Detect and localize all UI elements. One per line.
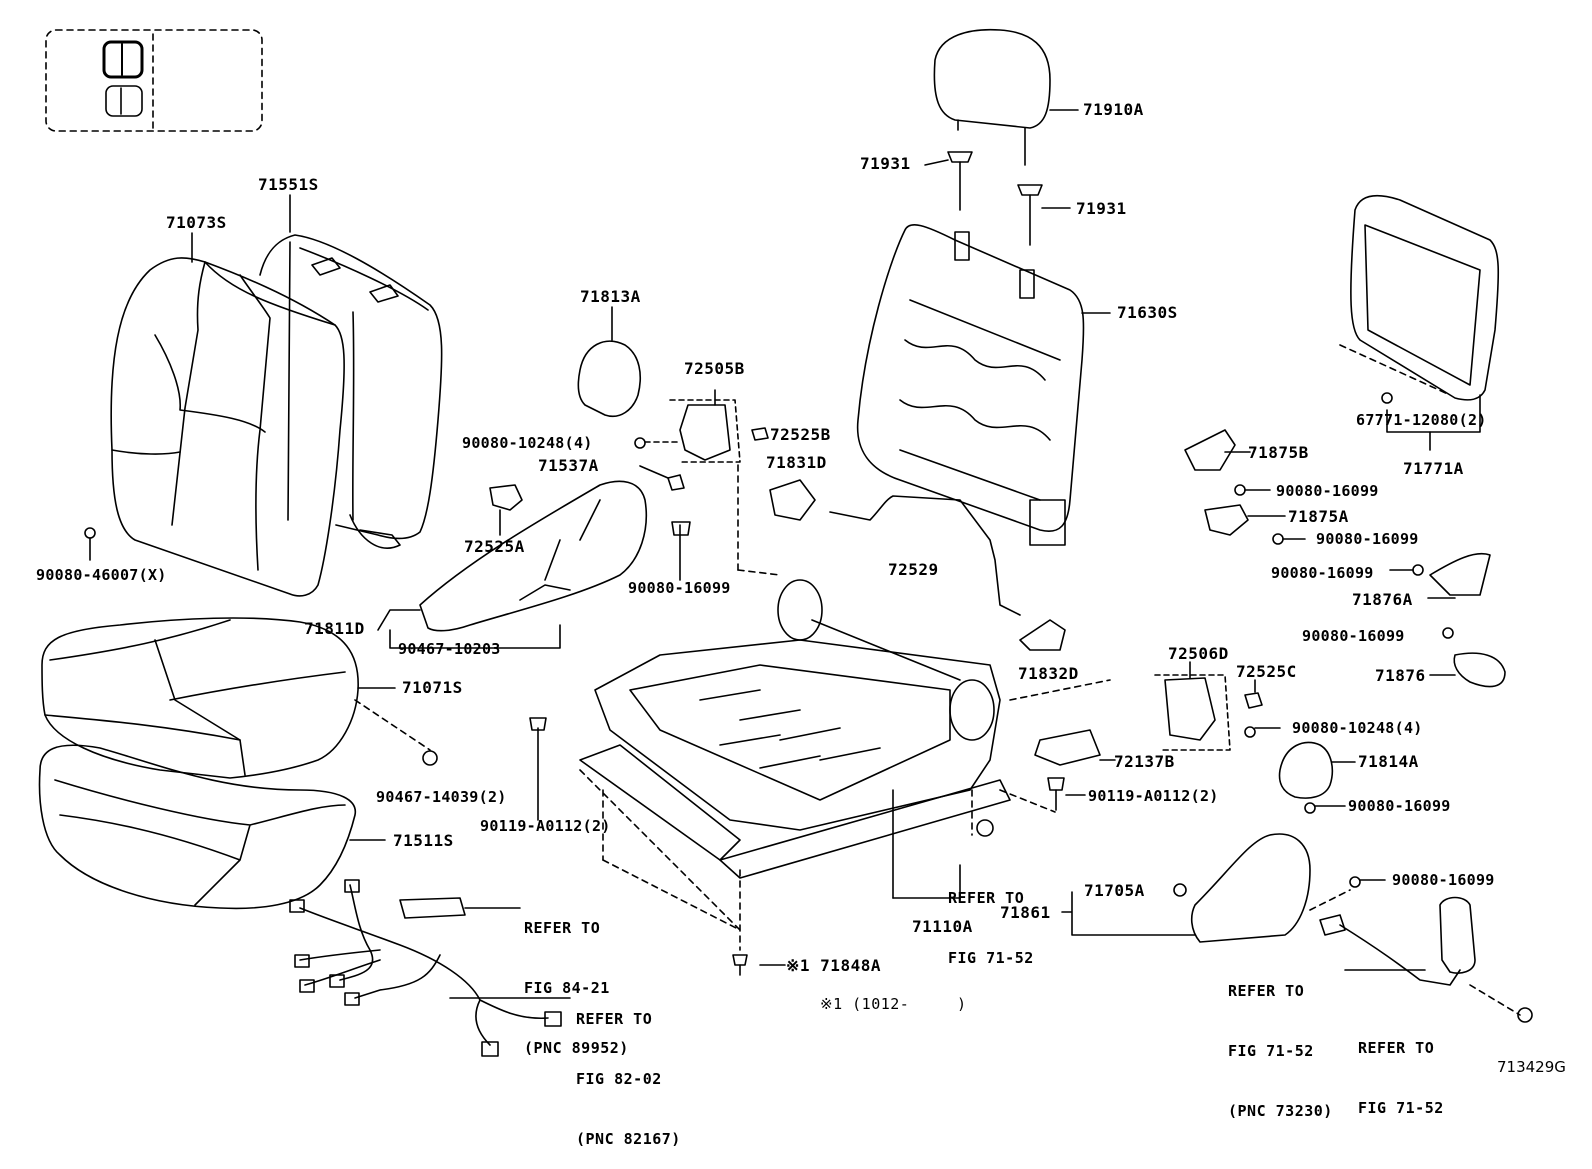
recliner-cover-shape (577, 340, 641, 417)
clip-icon (1173, 883, 1187, 897)
refer-fig-71-52-center: REFER TO FIG 71-52 (948, 889, 1034, 967)
label-72506D: 72506D (1168, 644, 1229, 663)
label-71811D: 71811D (304, 619, 365, 638)
seatback-rear-shape (259, 234, 443, 549)
label-72137B: 72137B (1114, 752, 1175, 771)
label-71875A: 71875A (1288, 507, 1349, 526)
label-90119-A0112-right: 90119-A0112(2) (1088, 787, 1219, 805)
label-67771-12080: 67771-12080(2) (1356, 411, 1487, 429)
clip-icon (489, 484, 523, 511)
label-71931-a: 71931 (860, 154, 911, 173)
label-72525A: 72525A (464, 537, 525, 556)
cushion-pad-shape (38, 744, 357, 910)
label-71875B: 71875B (1248, 443, 1309, 462)
bracket-shape (1034, 729, 1101, 766)
diagram-id: 713429G (1497, 1058, 1566, 1076)
seat-shield-shape (1190, 833, 1311, 943)
label-90080-16099-left: 90080-16099 (628, 579, 731, 597)
label-71931-b: 71931 (1076, 199, 1127, 218)
refer-fig-82-02: REFER TO FIG 82-02 (PNC 82167) (576, 1010, 681, 1148)
torsion-rod-shape (829, 495, 1021, 616)
recliner-shape (679, 404, 731, 461)
label-72525B: 72525B (770, 425, 831, 444)
label-90119-A0112-left: 90119-A0112(2) (480, 817, 611, 835)
bolt-icon (634, 437, 646, 449)
seat-position-icon (45, 29, 263, 132)
label-71832D: 71832D (1018, 664, 1079, 683)
label-90080-16099-f: 90080-16099 (1348, 797, 1451, 815)
footnote: ※1 (1012- ) (820, 995, 967, 1013)
seatback-cover-shape (110, 257, 345, 597)
label-90080-16099-c: 90080-16099 (1316, 530, 1419, 548)
recliner-shape (1164, 677, 1216, 741)
clip-icon (976, 819, 994, 837)
label-71551S: 71551S (258, 175, 319, 194)
bracket-shape (769, 479, 816, 521)
hinge-cover-shape (1204, 504, 1249, 536)
bracket-shape (1019, 619, 1066, 651)
refer-fig-71-52-belt: REFER TO FIG 71-52 (PNC 73230) (1228, 982, 1333, 1120)
label-71705A: 71705A (1084, 881, 1145, 900)
refer-fig-84-21: REFER TO FIG 84-21 (PNC 89952) (524, 919, 629, 1057)
side-cover-shape (1278, 741, 1334, 799)
wire-harness-shape (289, 879, 562, 1057)
label-71537A: 71537A (538, 456, 599, 475)
bolt-icon (1517, 1007, 1533, 1023)
label-90080-16099-b: 90080-16099 (1276, 482, 1379, 500)
seat-belt-buckle-shape (1319, 896, 1476, 986)
label-90080-16099-g: 90080-16099 (1392, 871, 1495, 889)
seatback-frame-shape (856, 224, 1085, 546)
rear-board-shape (1350, 194, 1500, 401)
bolt-icon (1272, 533, 1284, 545)
bolt-icon (1234, 484, 1246, 496)
label-71511S: 71511S (393, 831, 454, 850)
label-90467-10203: 90467-10203 (398, 640, 501, 658)
label-71831D: 71831D (766, 453, 827, 472)
bolt-icon (1412, 564, 1424, 576)
label-72505B: 72505B (684, 359, 745, 378)
hinge-cover-shape (1184, 429, 1236, 471)
seat-cushion-shape (41, 617, 359, 779)
bolt-icon (1381, 392, 1393, 404)
label-71110A: 71110A (912, 917, 973, 936)
headrest-shape (933, 28, 1051, 166)
label-90080-46007: 90080-46007(X) (36, 566, 167, 584)
label-71848A: ※1 71848A (786, 956, 881, 975)
label-90080-16099-e: 90080-16099 (1302, 627, 1405, 645)
seat-frame-shape (579, 579, 1011, 879)
label-71771A: 71771A (1403, 459, 1464, 478)
bolt-icon (422, 750, 438, 766)
label-90080-16099-d: 90080-16099 (1271, 564, 1374, 582)
side-shield-shape (419, 480, 648, 632)
bolt-icon (1304, 802, 1316, 814)
label-71876A: 71876A (1352, 590, 1413, 609)
label-71813A: 71813A (580, 287, 641, 306)
label-71071S: 71071S (402, 678, 463, 697)
label-71814A: 71814A (1358, 752, 1419, 771)
label-71876: 71876 (1375, 666, 1426, 685)
label-71910A: 71910A (1083, 100, 1144, 119)
label-71861: 71861 (1000, 903, 1051, 922)
bolt-icon (1244, 726, 1256, 738)
label-90080-10248-left: 90080-10248(4) (462, 434, 593, 452)
bolt-icon (1047, 777, 1065, 791)
label-71073S: 71073S (166, 213, 227, 232)
hinge-cover-shape (1453, 652, 1506, 688)
refer-fig-71-52-right: REFER TO FIG 71-52 (1358, 1039, 1444, 1117)
bolt-icon (529, 717, 547, 731)
label-90080-10248-right: 90080-10248(4) (1292, 719, 1423, 737)
bolt-icon (1442, 627, 1454, 639)
diagram-artwork (38, 28, 1533, 1057)
bolt-icon (1349, 876, 1361, 888)
parts-diagram: 71551S 71073S 90080-46007(X) 71813A 7250… (36, 28, 1566, 1148)
label-90467-14039: 90467-14039(2) (376, 788, 507, 806)
label-72529: 72529 (888, 560, 939, 579)
label-72525C: 72525C (1236, 662, 1297, 681)
hinge-cover-shape (1429, 552, 1491, 596)
label-71630S: 71630S (1117, 303, 1178, 322)
